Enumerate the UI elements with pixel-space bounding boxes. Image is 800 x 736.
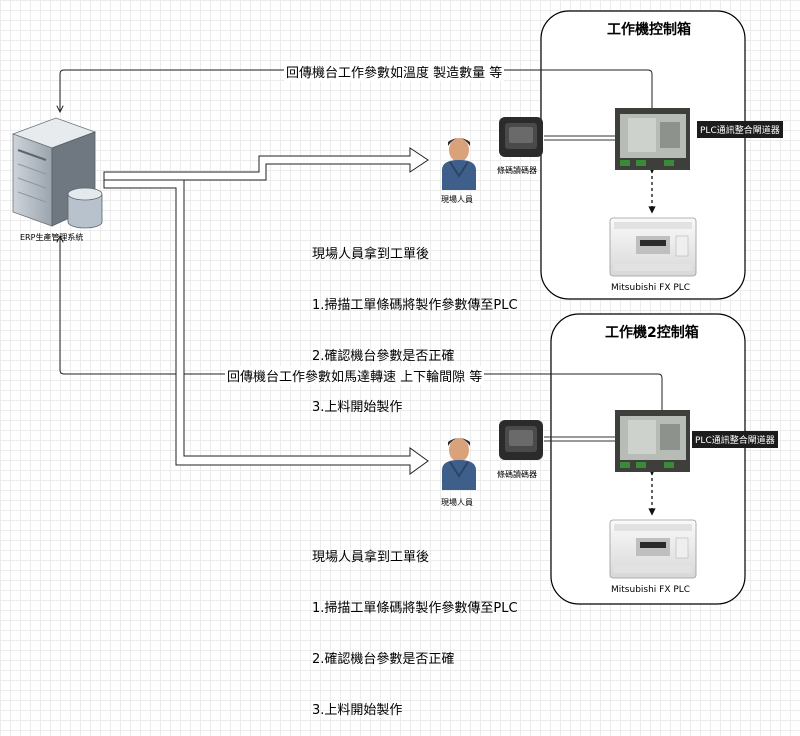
erp-server-icon (11, 117, 103, 229)
flow-arrow-2 (103, 179, 429, 475)
flow-arrow-1 (103, 147, 429, 181)
instruction-line: 現場人員拿到工單後 (312, 550, 430, 565)
plc-label-2: Mitsubishi FX PLC (611, 585, 691, 595)
instruction-line: 1.掃描工單條碼將製作參數傳至PLC (312, 601, 518, 616)
gateway-label-2: PLC通訊整合閘道器 (692, 431, 778, 448)
worker-label-2: 現場人員 (441, 498, 473, 507)
instruction-line: 3.上料開始製作 (312, 400, 403, 415)
instruction-line: 1.掃描工單條碼將製作參數傳至PLC (312, 298, 518, 313)
scanner-label-2: 條碼讀碼器 (497, 470, 537, 479)
erp-label: ERP生產管理系統 (20, 233, 84, 242)
worker-icon-2 (442, 438, 476, 490)
control-box-2-title: 工作機2控制箱 (605, 325, 699, 341)
scanner-gateway-link-1 (544, 135, 615, 141)
scanner-icon-1 (499, 117, 543, 157)
gateway-device-2 (615, 410, 690, 472)
scanner-icon-2 (499, 420, 543, 460)
return-label-1: 回傳機台工作參數如溫度 製造數量 等 (284, 62, 505, 81)
worker-label-1: 現場人員 (441, 195, 473, 204)
instruction-line: 3.上料開始製作 (312, 703, 403, 718)
plc-label-1: Mitsubishi FX PLC (611, 283, 691, 293)
instructions-1: 現場人員拿到工單後 1.掃描工單條碼將製作參數傳至PLC 2.確認機台參數是否正… (312, 212, 518, 433)
gateway-label-1: PLC通訊整合閘道器 (697, 121, 783, 138)
instructions-2: 現場人員拿到工單後 1.掃描工單條碼將製作參數傳至PLC 2.確認機台參數是否正… (312, 515, 518, 736)
instruction-line: 2.確認機台參數是否正確 (312, 349, 455, 364)
instruction-line: 現場人員拿到工單後 (312, 247, 430, 262)
scanner-gateway-link-2 (544, 436, 615, 442)
plc-device-1 (609, 217, 697, 277)
control-box-1-title: 工作機控制箱 (607, 22, 691, 38)
instruction-line: 2.確認機台參數是否正確 (312, 652, 455, 667)
worker-icon-1 (442, 138, 476, 190)
plc-device-2 (609, 519, 697, 579)
scanner-label-1: 條碼讀碼器 (497, 166, 537, 175)
gateway-device-1 (615, 108, 690, 170)
return-label-2: 回傳機台工作參數如馬達轉速 上下輪間隙 等 (225, 366, 485, 385)
